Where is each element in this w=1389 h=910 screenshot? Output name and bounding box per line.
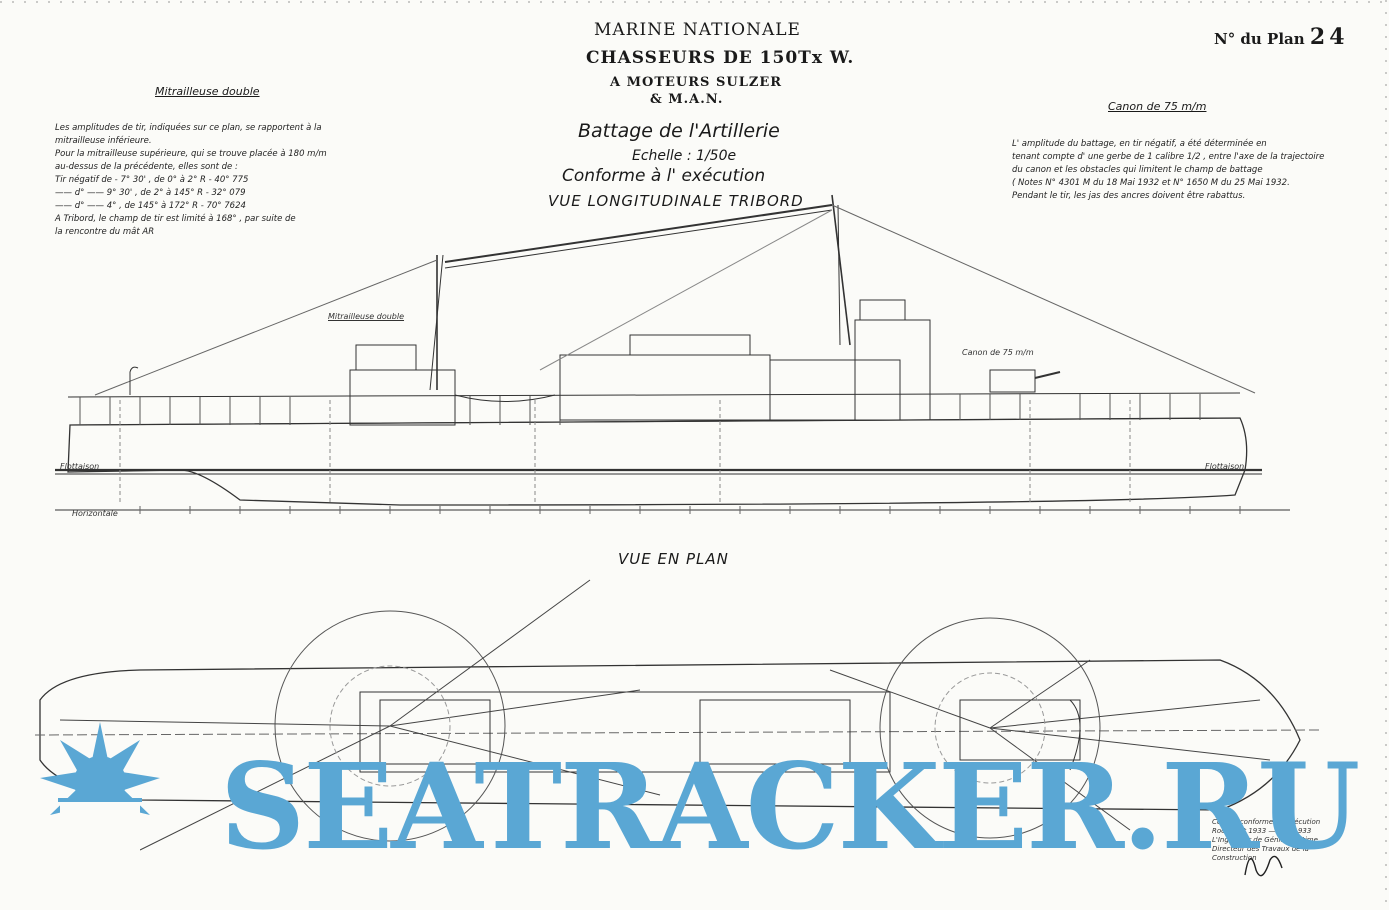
side-view-title: VUE LONGITUDINALE TRIBORD bbox=[548, 192, 804, 210]
horizontal-label: Horizontale bbox=[72, 509, 118, 518]
machine-gun-label: Mitrailleuse double bbox=[328, 312, 405, 321]
header-line-3: A MOTEURS SULZER bbox=[610, 75, 783, 90]
flottaison-left-label: Flottaison bbox=[60, 462, 100, 471]
right-note-heading: Canon de 75 m/m bbox=[1108, 100, 1207, 113]
left-note-line: A Tribord, le champ de tir est limité à … bbox=[55, 214, 296, 224]
right-note-line: L' amplitude du battage, en tir négatif,… bbox=[1012, 139, 1267, 149]
footnote: Certifié conforme à l'exécution Rochefor… bbox=[1212, 818, 1321, 862]
left-note-heading: Mitrailleuse double bbox=[155, 85, 260, 98]
right-note-line: Pendant le tir, les jas des ancres doive… bbox=[1012, 191, 1246, 201]
left-note-line: —— d° —— 4° , de 145° à 172° R - 70° 762… bbox=[55, 201, 246, 211]
right-note-line: tenant compte d' une gerbe de 1 calibre … bbox=[1012, 152, 1325, 162]
plan-view-title: VUE EN PLAN bbox=[618, 550, 729, 568]
right-note-line: ( Notes N° 4301 M du 18 Mai 1932 et N° 1… bbox=[1012, 178, 1290, 188]
header-line-1: MARINE NATIONALE bbox=[594, 20, 801, 40]
flottaison-right-label: Flottaison bbox=[1205, 462, 1245, 471]
right-note: L' amplitude du battage, en tir négatif,… bbox=[1012, 138, 1342, 203]
cannon-label: Canon de 75 m/m bbox=[962, 348, 1034, 357]
right-note-line: du canon et les obstacles qui limitent l… bbox=[1012, 165, 1263, 175]
header-line-2: CHASSEURS DE 150Tx W. bbox=[586, 48, 855, 68]
left-note-line: Tir négatif de - 7° 30' , de 0° à 2° R -… bbox=[55, 175, 249, 185]
left-note-line: Pour la mitrailleuse supérieure, qui se … bbox=[55, 149, 327, 159]
plan-number-label: N° du Plan bbox=[1214, 30, 1305, 48]
header-line-4: & M.A.N. bbox=[650, 92, 724, 107]
left-note-line: Les amplitudes de tir, indiquées sur ce … bbox=[55, 123, 322, 133]
left-note: Les amplitudes de tir, indiquées sur ce … bbox=[55, 122, 355, 239]
main-title: Battage de l'Artillerie bbox=[578, 120, 780, 142]
left-note-line: au-dessus de la précédente, elles sont d… bbox=[55, 162, 238, 172]
sunburst-logo-icon bbox=[40, 722, 160, 842]
watermark: SEATRACKER.RU bbox=[220, 737, 1360, 876]
side-view-hull bbox=[55, 194, 1290, 514]
plan-number: N° du Plan 24 bbox=[1214, 24, 1349, 50]
left-note-line: la rencontre du mât AR bbox=[55, 227, 155, 237]
left-note-line: —— d° —— 9° 30' , de 2° à 145° R - 32° 0… bbox=[55, 188, 246, 198]
signature-icon bbox=[1244, 855, 1283, 877]
left-note-line: mitrailleuse inférieure. bbox=[55, 136, 152, 146]
conformity-label: Conforme à l' exécution bbox=[562, 166, 766, 186]
plan-number-value: 24 bbox=[1309, 24, 1349, 50]
scale-label: Echelle : 1/50e bbox=[632, 148, 737, 164]
